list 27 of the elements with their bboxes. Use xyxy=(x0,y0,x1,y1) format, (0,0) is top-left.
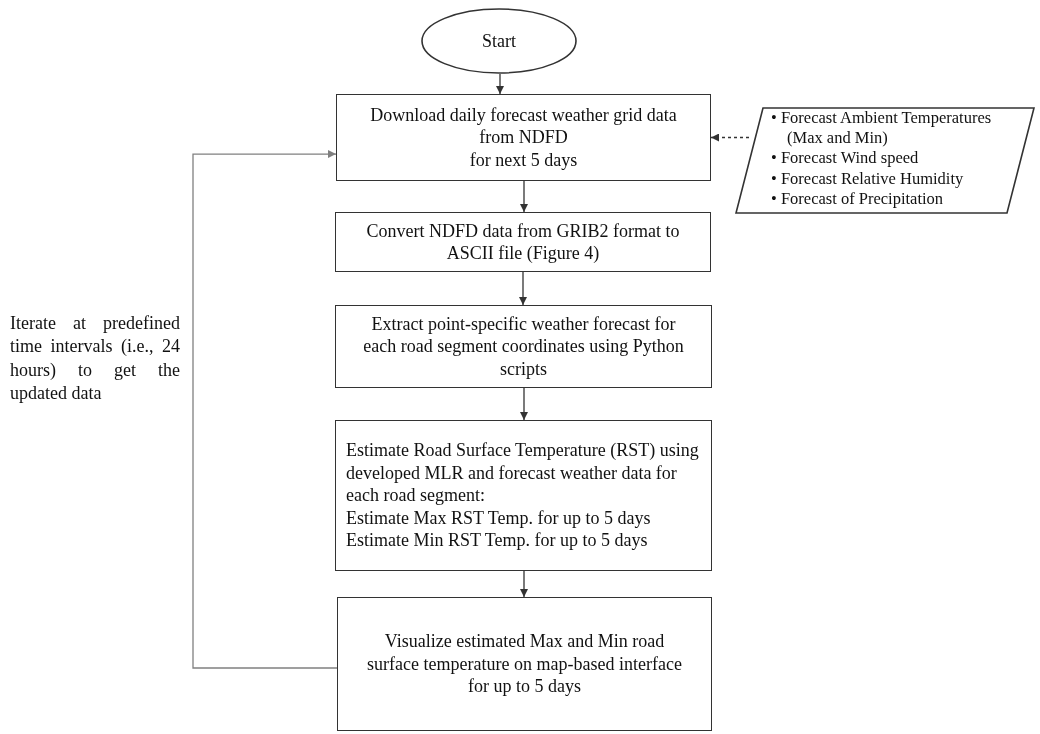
bullet-item: • Forecast Relative Humidity xyxy=(771,168,965,189)
node-text: Start xyxy=(482,29,516,53)
process-box xyxy=(337,597,712,731)
arrow xyxy=(710,133,750,142)
note-text: Iterate at predefined time intervals (i.e., 24 hours) to get the updated data xyxy=(10,312,180,406)
terminator-ellipse xyxy=(421,8,577,74)
process-box xyxy=(336,94,711,181)
bullet-item: • Forecast of Precipitation xyxy=(771,188,945,209)
node-text: Estimate Road Surface Temperature (RST) using developed MLR and forecast weather data for each road segment: xyxy=(346,439,700,507)
node-text: Visualize estimated Max and Min road surface temperature on map-based interface for up to 5 days xyxy=(366,630,683,698)
process-box xyxy=(335,305,712,388)
arrow xyxy=(520,570,528,598)
arrow xyxy=(192,150,338,669)
process-box xyxy=(335,212,711,272)
node-text: Estimate Max RST Temp. for up to 5 days xyxy=(346,506,652,530)
process-box xyxy=(335,420,712,571)
bullet-item: • Forecast Ambient Temperatures (Max and Min) xyxy=(771,108,993,149)
node-text: Estimate Min RST Temp. for up to 5 days xyxy=(346,529,649,552)
arrow xyxy=(519,271,527,306)
input-parallelogram xyxy=(735,107,1035,214)
node-text: Convert NDFD data from GRIB2 format to ASCII file (Figure 4) xyxy=(365,219,681,265)
arrow xyxy=(520,180,528,213)
arrow xyxy=(520,387,528,421)
bullet-item: • Forecast Wind speed xyxy=(771,148,920,169)
node-text: for next 5 days xyxy=(469,148,578,172)
node-text: Extract point-specific weather forecast for each road segment coordinates using Python scripts xyxy=(362,312,685,381)
arrow xyxy=(496,73,504,95)
